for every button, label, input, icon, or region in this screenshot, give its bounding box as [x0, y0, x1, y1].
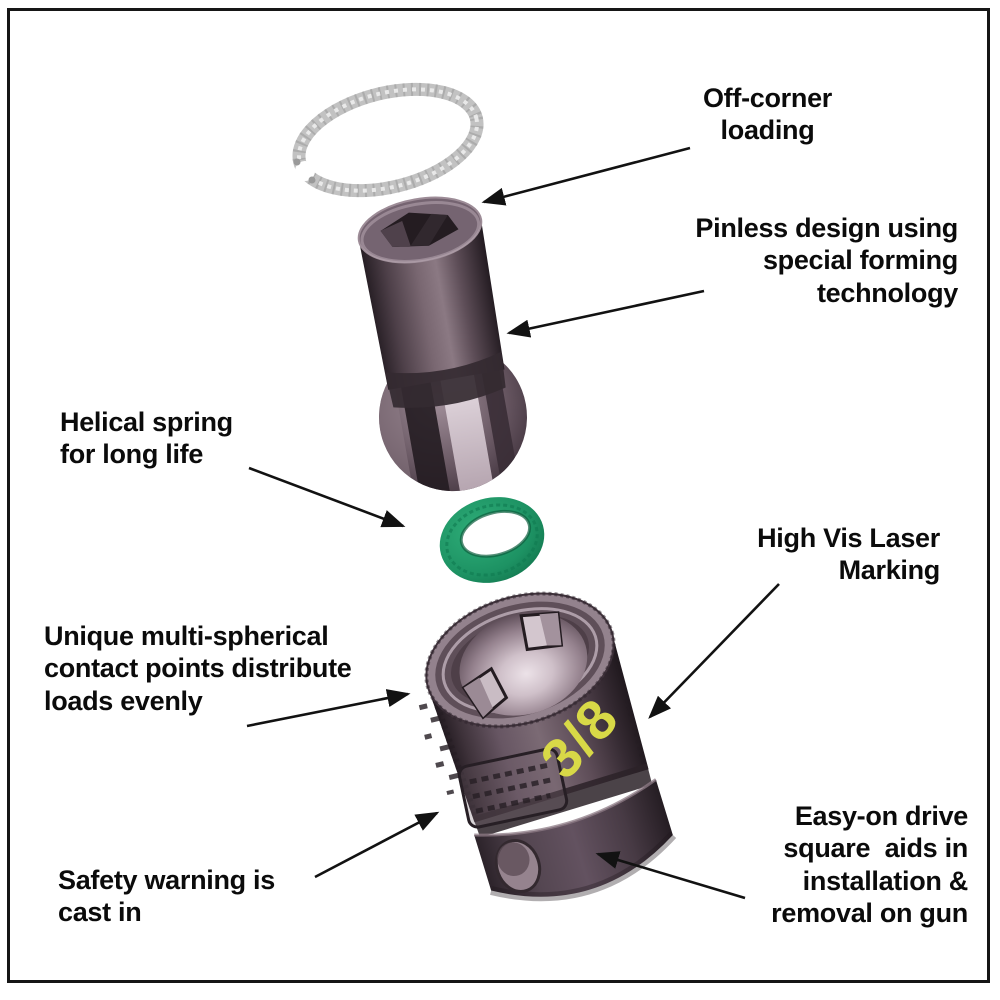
arrow-easy-on-drive — [595, 851, 746, 900]
label-high-vis-laser-marking: High Vis Laser Marking — [757, 523, 940, 586]
drive-end-hole — [494, 839, 542, 893]
label-off-corner-loading: Off-corner loading — [702, 83, 832, 146]
part-retaining-ring — [292, 82, 484, 198]
label-pinless-design: Pinless design using special forming tec… — [695, 213, 958, 308]
part-helical-spring — [439, 497, 545, 583]
stud-band — [385, 351, 506, 408]
ring-end-nub — [308, 176, 316, 184]
arrow-high-vis-marking — [648, 583, 780, 719]
label-contact-points: Unique multi-spherical contact points di… — [44, 621, 352, 716]
label-safety-warning: Safety warning is cast in — [58, 865, 275, 928]
arrow-helical-spring — [248, 466, 406, 528]
label-easy-on-drive-square: Easy-on drive square aids in installatio… — [771, 801, 968, 929]
retaining-ring-gap — [295, 161, 315, 181]
arrow-off-corner-loading — [481, 146, 691, 206]
label-helical-spring: Helical spring for long life — [60, 407, 233, 470]
cast-in-text-speckles — [418, 703, 460, 796]
ring-end-nub — [293, 158, 301, 166]
arrow-contact-points — [246, 689, 411, 728]
arrow-safety-warning — [314, 811, 440, 879]
cast-in-warning-panel — [457, 747, 569, 829]
part-ball-stud — [357, 196, 527, 503]
arrow-pinless-design — [506, 289, 705, 338]
